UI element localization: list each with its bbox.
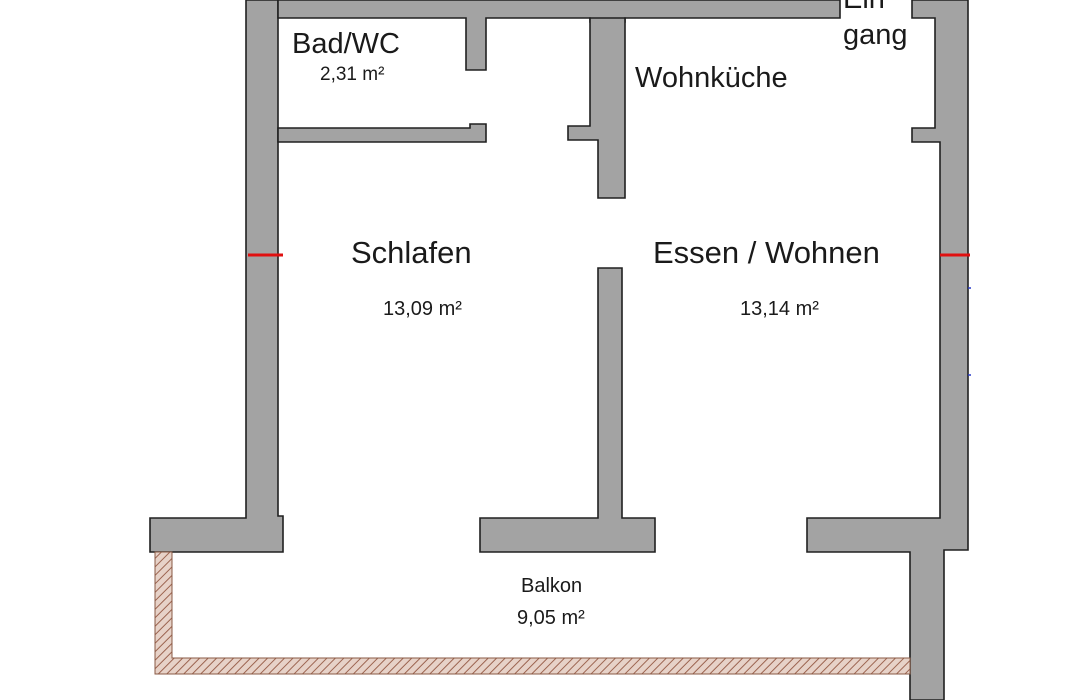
kitchen-partition-wall	[567, 17, 626, 199]
entrance-name-line2: gang	[843, 19, 908, 51]
bedroom-name: Schlafen	[351, 235, 472, 270]
central-partition-wall	[479, 267, 656, 553]
bathroom-area: 2,31 m²	[320, 64, 384, 85]
balcony-railing	[154, 551, 911, 675]
left-exterior-wall	[149, 0, 284, 553]
living-area: 13,14 m²	[740, 298, 819, 320]
living-name: Essen / Wohnen	[653, 235, 880, 270]
balcony-name: Balkon	[521, 575, 582, 597]
bedroom-area: 13,09 m²	[383, 298, 462, 320]
balcony-area: 9,05 m²	[517, 607, 585, 629]
right-exterior-wall	[806, 0, 969, 700]
bathroom-name: Bad/WC	[292, 28, 400, 60]
entrance-name-line1: Ein	[843, 0, 885, 15]
kitchen-name: Wohnküche	[635, 62, 788, 94]
bathroom-partition-wall	[277, 123, 487, 143]
